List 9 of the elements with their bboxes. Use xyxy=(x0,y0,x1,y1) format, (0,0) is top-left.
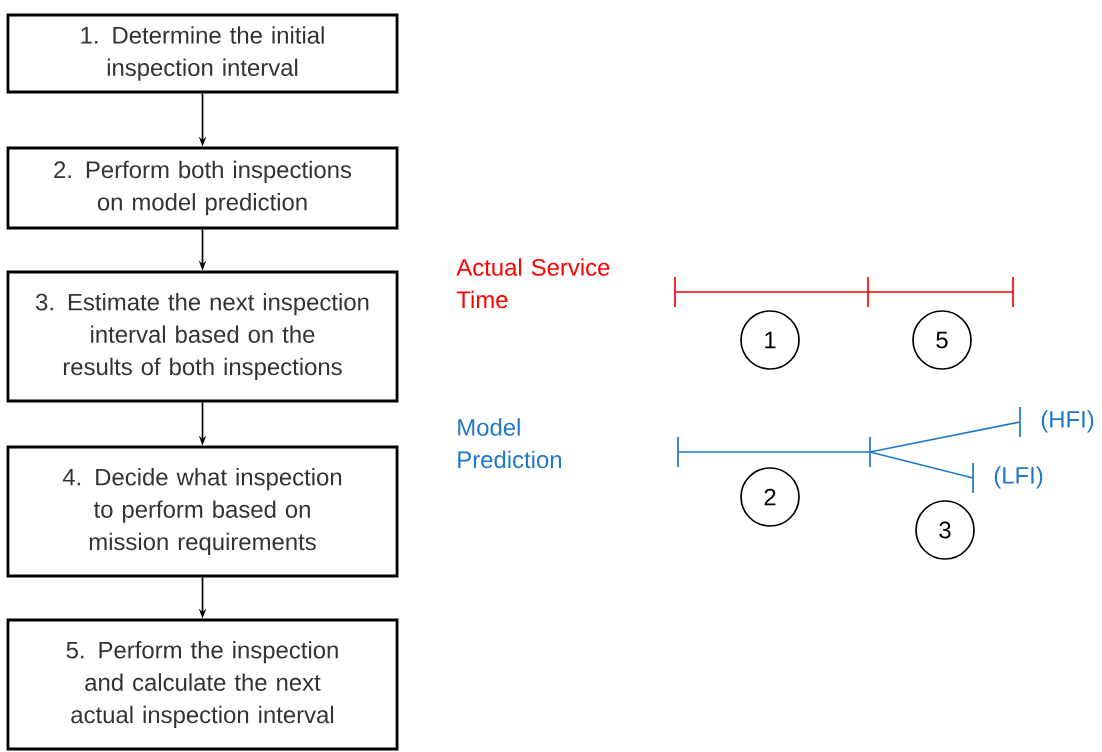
side-label: Model Prediction xyxy=(458,418,561,469)
process-box: 5. Perform the inspection and calculate the next actual inspection interval xyxy=(6,618,399,751)
process-box: 2. Perform both inspections on model prediction xyxy=(6,146,399,230)
process-box: 1. Determine the initial inspection interval xyxy=(6,13,399,94)
process-box: 3. Estimate the next inspection interval based on the results of both inspections xyxy=(6,270,399,403)
side-label: Actual Service Time xyxy=(456,258,610,309)
side-label: (LFI) xyxy=(994,466,1043,489)
side-label: (HFI) xyxy=(1041,410,1094,433)
process-box: 4. Decide what inspection to perform based on mission requirements xyxy=(6,445,399,578)
